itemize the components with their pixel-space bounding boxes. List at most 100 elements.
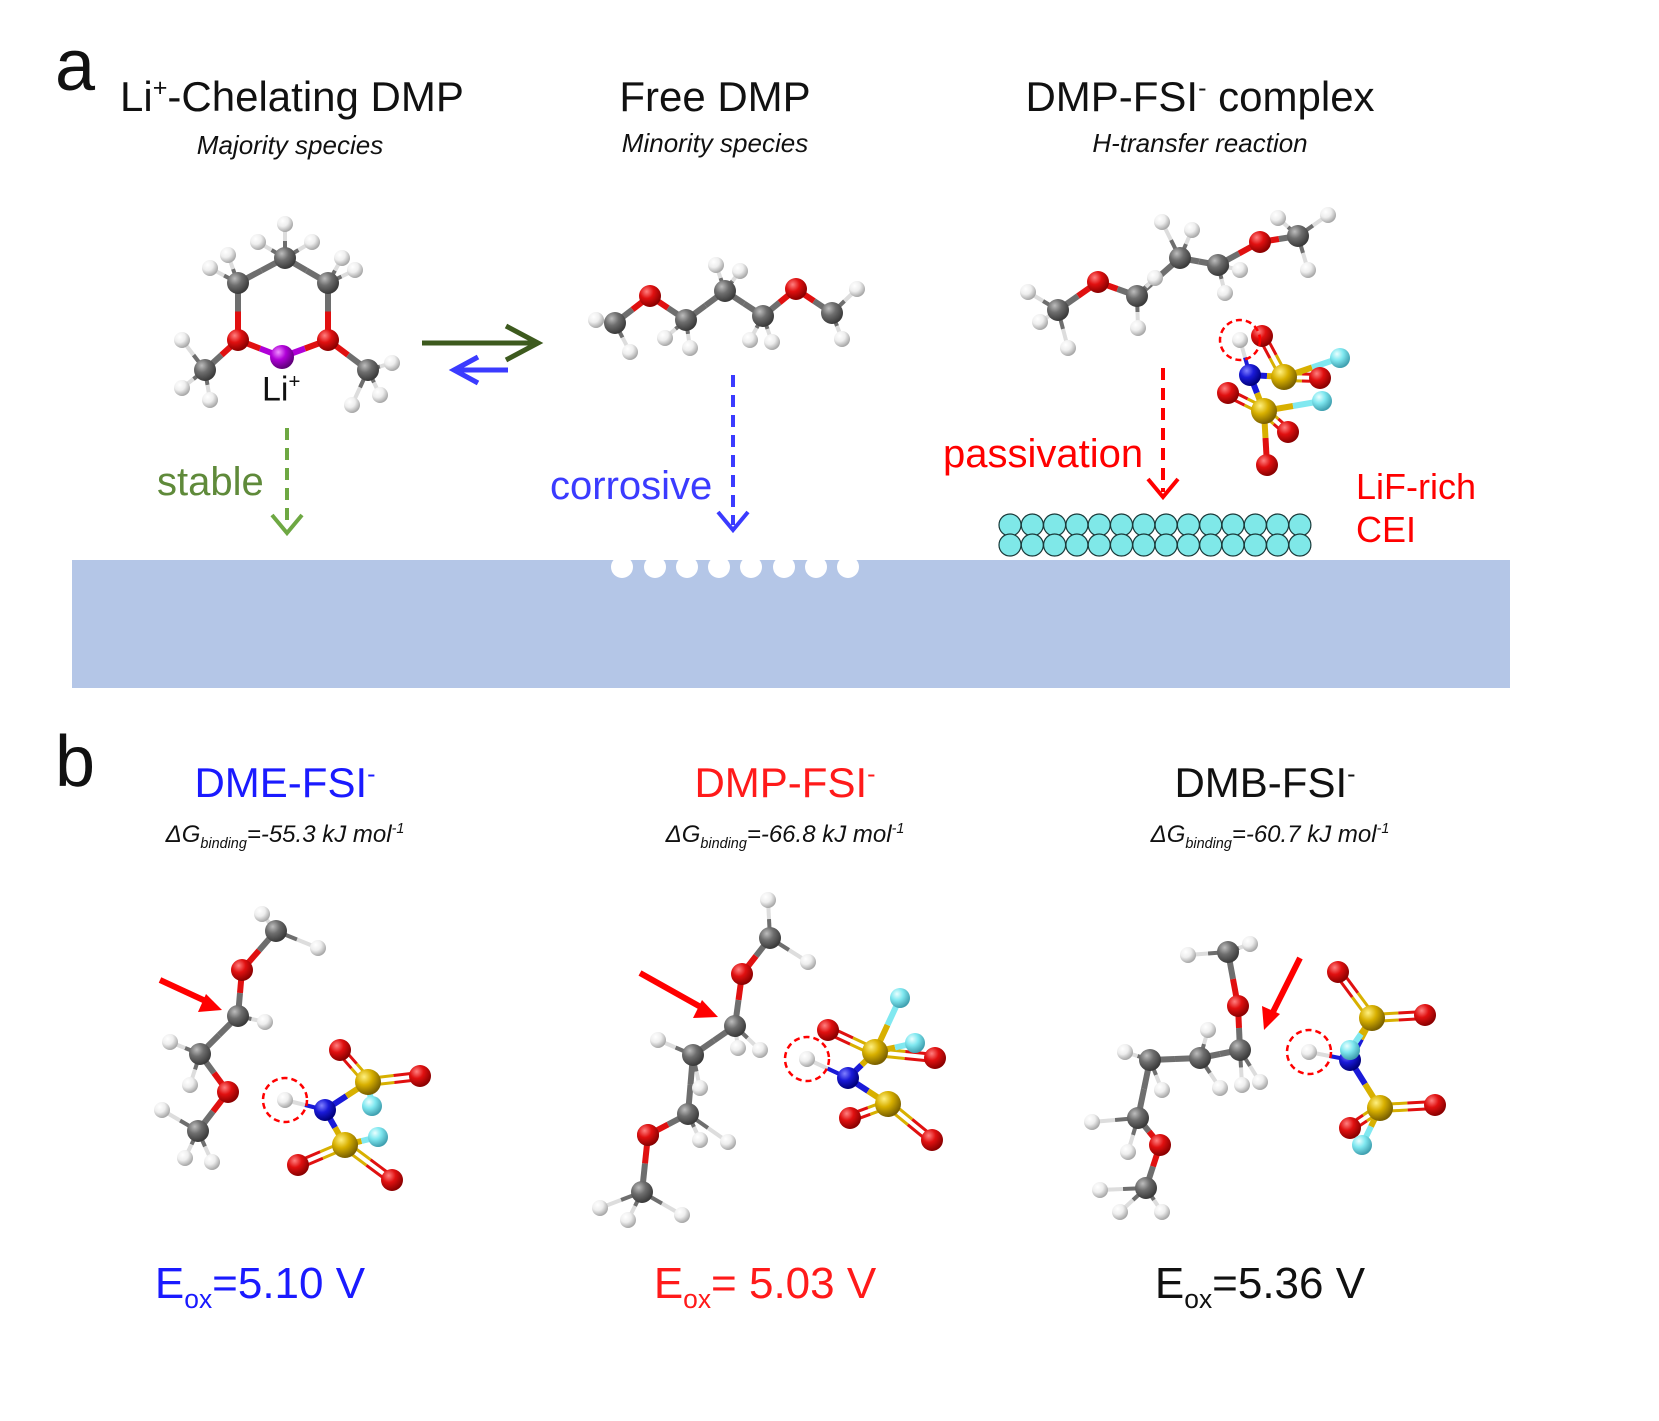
bond xyxy=(1358,1016,1375,1036)
complex-1-name: DME-FSI- xyxy=(194,759,376,806)
bond xyxy=(1286,225,1300,238)
fluorine-atom xyxy=(1330,348,1350,368)
bond xyxy=(691,1038,716,1058)
bond xyxy=(236,267,263,286)
bond xyxy=(344,1138,363,1148)
hydrogen-atom xyxy=(254,906,270,922)
bond xyxy=(1061,328,1070,349)
oxygen-atom xyxy=(1327,961,1349,983)
bond xyxy=(1243,403,1264,416)
hydrogen-atom xyxy=(1184,222,1200,238)
bond xyxy=(687,1054,696,1085)
bond xyxy=(1160,221,1173,241)
bond xyxy=(1260,412,1275,426)
bond xyxy=(906,1123,931,1144)
carbon-atom xyxy=(265,920,287,942)
bond xyxy=(237,969,245,994)
oxygen-atom xyxy=(924,1047,946,1069)
cei-particle xyxy=(1087,533,1111,557)
bond xyxy=(746,1036,762,1052)
hydrogen-atom xyxy=(347,262,363,278)
cei-particle xyxy=(1265,533,1290,557)
molecule-dmp-fsi-b xyxy=(592,892,946,1228)
carbon-atom xyxy=(752,305,774,327)
bond xyxy=(183,1143,194,1159)
bond xyxy=(686,1113,696,1128)
bond xyxy=(1371,1011,1399,1017)
oxygen-atom xyxy=(381,1169,403,1191)
bond xyxy=(1239,1067,1244,1086)
carbon-atom xyxy=(631,1181,653,1203)
bond xyxy=(748,327,759,341)
bond xyxy=(1219,1047,1241,1057)
bond xyxy=(1292,398,1323,409)
bond xyxy=(712,1023,737,1043)
bond xyxy=(365,1164,391,1185)
bond xyxy=(1398,1010,1425,1015)
fluorine-atom xyxy=(1352,1135,1372,1155)
carbon-atom xyxy=(675,309,697,331)
bond xyxy=(875,1047,906,1054)
hydrogen-atom xyxy=(764,334,780,350)
bond xyxy=(1148,1059,1158,1076)
bond xyxy=(1179,255,1200,265)
oxygen-atom xyxy=(1414,1004,1436,1026)
bond xyxy=(686,1112,710,1130)
bond xyxy=(358,369,370,389)
bond xyxy=(1368,1106,1383,1128)
bond xyxy=(613,322,625,339)
bond xyxy=(296,937,319,950)
bond xyxy=(768,936,791,952)
bond xyxy=(641,1190,663,1206)
bond xyxy=(1047,308,1060,318)
bond xyxy=(794,286,816,304)
bond xyxy=(275,929,298,942)
bond xyxy=(894,1040,916,1051)
cei-particle xyxy=(1065,533,1089,557)
nitrogen-atom xyxy=(314,1099,336,1121)
bond xyxy=(1359,1125,1374,1147)
bond xyxy=(828,1025,854,1040)
bond xyxy=(235,992,243,1017)
transferred-h-circle-a xyxy=(1218,318,1262,362)
bond xyxy=(367,1074,394,1081)
bond xyxy=(787,948,810,964)
stable-arrow xyxy=(270,428,304,537)
bond xyxy=(1135,285,1148,298)
bond xyxy=(1243,356,1252,376)
hydrogen-atom xyxy=(620,1212,636,1228)
carbon-atom xyxy=(194,359,216,381)
bond xyxy=(1296,235,1305,254)
bond xyxy=(258,345,284,360)
bond xyxy=(1184,229,1194,245)
bond xyxy=(1144,1186,1156,1202)
bond xyxy=(1262,437,1270,466)
carbon-atom xyxy=(682,1044,704,1066)
complex-3-name: DMB-FSI- xyxy=(1174,759,1356,806)
bond xyxy=(1380,1108,1408,1113)
bond xyxy=(850,1112,871,1123)
bond xyxy=(777,286,798,305)
carbon-atom xyxy=(604,312,626,334)
bond xyxy=(1274,354,1289,377)
hydrogen-atom xyxy=(1270,210,1286,226)
hydrogen-atom xyxy=(384,355,400,371)
bond xyxy=(1347,1113,1364,1127)
species-2-title: Free DMP xyxy=(619,73,811,120)
bond xyxy=(1135,311,1140,329)
hydrogen-atom xyxy=(742,332,758,348)
hydrogen-atom xyxy=(174,332,190,348)
fluorine-atom xyxy=(1312,391,1332,411)
bond xyxy=(613,307,635,326)
hydrogen-atom xyxy=(1217,285,1233,301)
bond xyxy=(226,254,235,270)
corrosive-arrow xyxy=(716,375,750,534)
bond xyxy=(1308,1050,1330,1058)
cei-particle xyxy=(1176,533,1201,557)
bond xyxy=(184,1046,201,1056)
hydrogen-atom xyxy=(250,234,266,250)
hydrogen-atom xyxy=(1020,284,1036,300)
oxygen-atom xyxy=(227,329,249,351)
bond xyxy=(735,973,745,1001)
oxygen-atom xyxy=(1227,995,1249,1017)
